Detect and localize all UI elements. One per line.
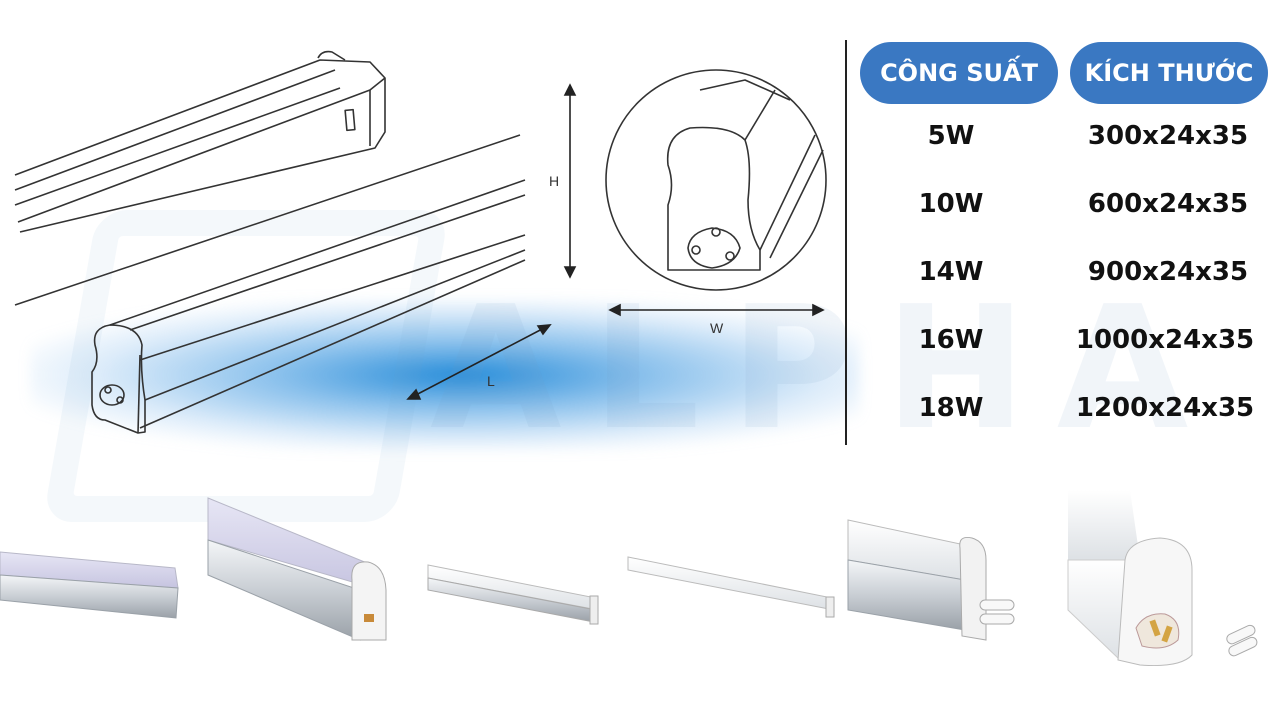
blue-glow-background: [30, 300, 860, 450]
length-dimension-label: L: [487, 373, 495, 389]
power-header: CÔNG SUẤT: [860, 42, 1058, 104]
size-cell-300: 300x24x35: [1087, 121, 1249, 151]
height-dimension-label: H: [549, 173, 560, 189]
product-photo-6: [1067, 490, 1258, 666]
width-dimension-label: W: [710, 320, 724, 336]
size-header: KÍCH THƯỚC: [1070, 42, 1268, 104]
vertical-divider: [845, 40, 847, 445]
size-cell-900: 900x24x35: [1087, 257, 1249, 287]
size-cell-600: 600x24x35: [1087, 189, 1249, 219]
product-photo-1: [0, 551, 179, 619]
upper-fixture-drawing: [14, 50, 386, 233]
power-cell-5w: 5W: [927, 121, 975, 151]
size-cell-1200: 1200x24x35: [1075, 393, 1255, 423]
product-photo-2: [207, 497, 387, 641]
dimension-arrows: [406, 83, 825, 400]
power-cell-16w: 16W: [918, 325, 984, 355]
lower-fixture-drawing: [14, 134, 526, 434]
power-cell-10w: 10W: [918, 189, 984, 219]
technical-drawing: [14, 50, 827, 434]
power-cell-18w: 18W: [918, 393, 984, 423]
product-photo-row: [0, 490, 1258, 666]
watermark-logo-text: ALPHA: [430, 270, 1219, 468]
product-photo-3: [427, 564, 599, 625]
end-cap-detail-circle: [605, 69, 827, 291]
power-cell-14w: 14W: [918, 257, 984, 287]
size-cell-1000: 1000x24x35: [1075, 325, 1255, 355]
product-photo-4: [627, 556, 835, 618]
product-photo-5: [847, 519, 1015, 641]
